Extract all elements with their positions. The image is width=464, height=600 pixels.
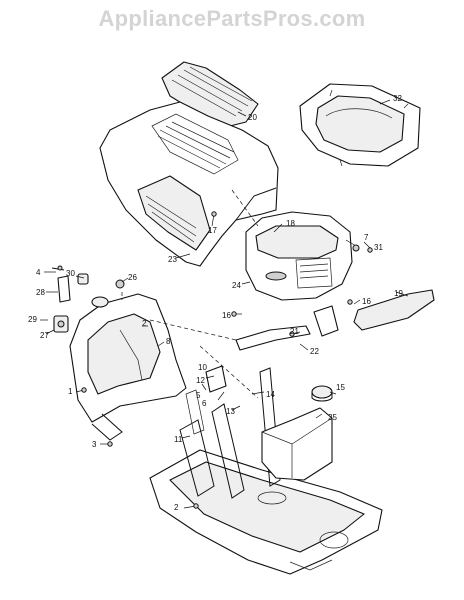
part-23-hood[interactable] [99,101,279,267]
callout-30: 30 [66,269,75,278]
callout-23: 23 [168,255,177,264]
callout-28: 28 [36,288,45,297]
callout-2-upper: 2 [142,319,147,328]
watermark-text: AppliancePartsPros.com [98,6,366,31]
callout-31: 31 [374,243,383,252]
callout-6: 6 [202,399,207,408]
callout-19: 19 [394,289,403,298]
part-19-bumper[interactable] [353,289,435,331]
part-24-nose-cone[interactable] [245,211,353,301]
callout-12: 12 [196,376,205,385]
callout-18: 18 [286,219,295,228]
callout-1: 1 [68,387,73,396]
callout-11: 11 [174,435,183,444]
part-28-throttle[interactable] [51,267,71,303]
part-25-fuel-tank[interactable] [261,407,333,481]
callout-24: 24 [232,281,241,290]
callout-16-right: 16 [362,297,371,306]
callout-4: 4 [36,268,41,277]
callout-20: 20 [248,113,257,122]
callout-13: 13 [226,407,235,416]
callout-25: 25 [328,413,337,422]
callout-14: 14 [266,390,275,399]
part-32-tray[interactable] [299,83,421,167]
callout-29: 29 [28,315,37,324]
part-22-bracket[interactable] [235,305,339,351]
callout-2-lower: 2 [174,503,179,512]
part-8-dash-panel[interactable] [69,293,187,441]
part-27-ignition[interactable] [53,315,69,333]
part-30-cap[interactable] [77,273,89,285]
callout-27: 27 [40,331,49,340]
callout-16-left: 16 [222,311,231,320]
callout-7: 7 [364,233,369,242]
callout-32: 32 [393,94,402,103]
callout-22: 22 [310,347,319,356]
part-15-fuel-cap[interactable] [311,385,333,402]
callout-17: 17 [208,226,217,235]
callout-labels: 32 20 17 18 23 24 7 31 16 19 16 21 22 8 … [28,94,403,512]
callout-5: 5 [196,391,201,400]
callout-26: 26 [128,273,137,282]
callout-15: 15 [336,383,345,392]
callout-10: 10 [198,363,207,372]
callout-8: 8 [166,337,171,346]
callout-3: 3 [92,440,97,449]
chassis-frame[interactable] [149,367,383,575]
part-10-12-brackets[interactable] [185,365,227,435]
hardware-bolts [57,211,373,509]
callout-21: 21 [290,327,299,336]
